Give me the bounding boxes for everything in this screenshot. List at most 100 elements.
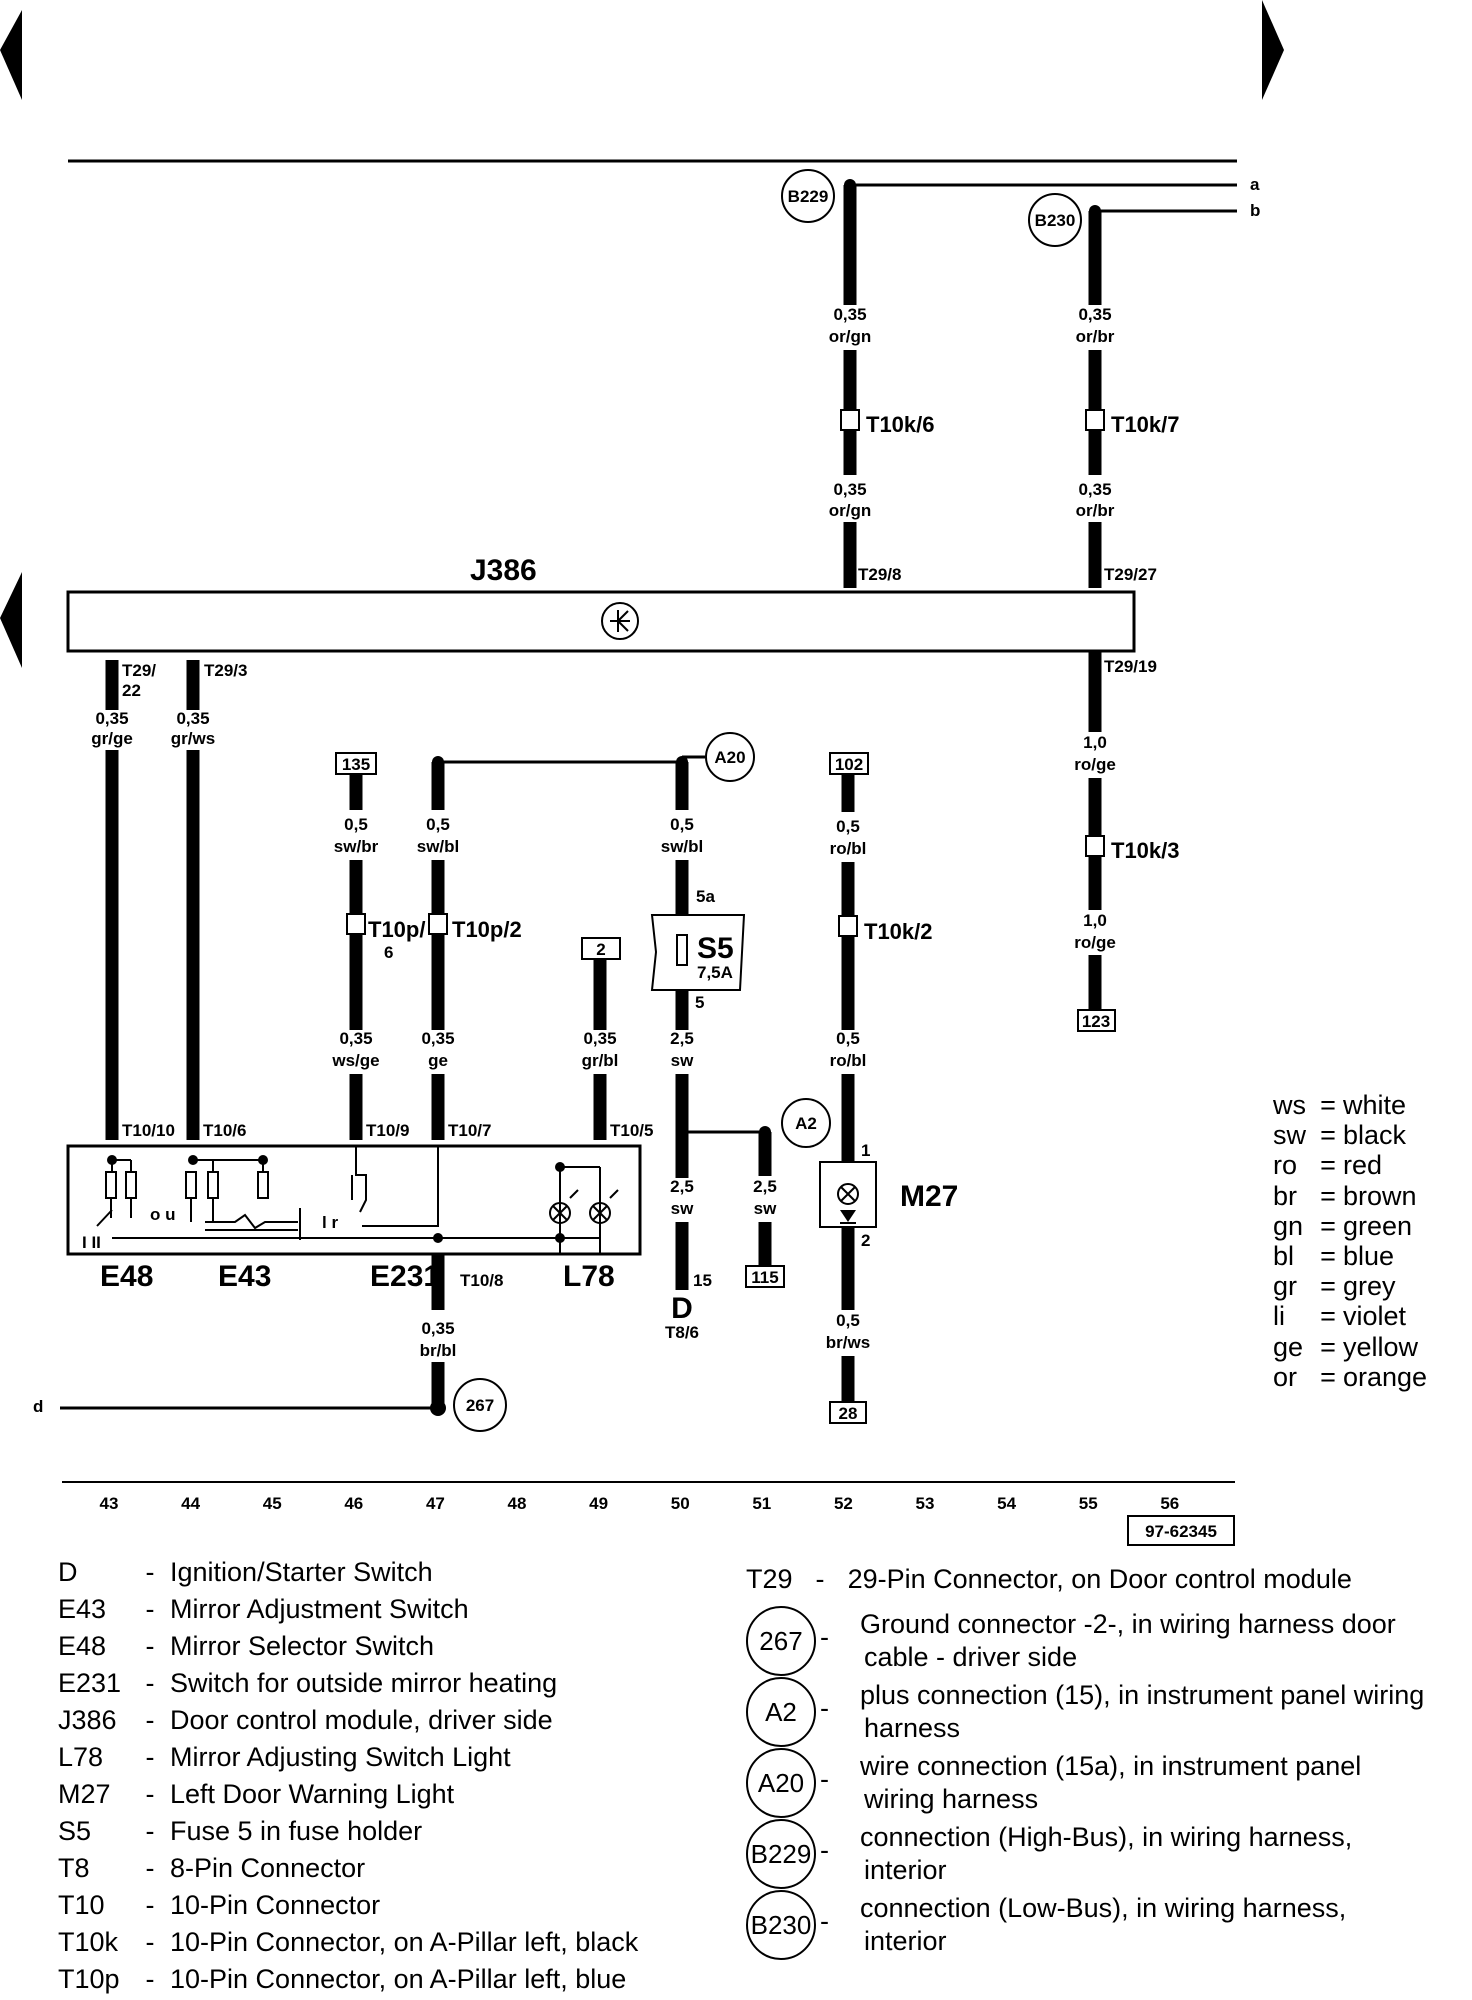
wire-size: 0,5 bbox=[344, 815, 368, 834]
terminal-box-123 bbox=[1077, 1009, 1116, 1032]
legend-dash: - bbox=[820, 1906, 829, 1936]
column-number: 51 bbox=[752, 1494, 771, 1513]
color-code-row: li=violet bbox=[1273, 1301, 1427, 1331]
legend-connector-desc: wire connection (15a), in instrument pan… bbox=[860, 1750, 1472, 1816]
legend-row: L78-Mirror Adjusting Switch Light bbox=[58, 1739, 638, 1776]
color-abbr: gn bbox=[1273, 1210, 1304, 1241]
wire-color: sw/bl bbox=[661, 837, 704, 856]
color-name: yellow bbox=[1343, 1331, 1419, 1362]
wire-size: 1,0 bbox=[1083, 733, 1107, 752]
wire-color: ro/ge bbox=[1074, 933, 1116, 952]
doc-number-box bbox=[1127, 1515, 1235, 1546]
color-code-row: gn=green bbox=[1273, 1211, 1427, 1241]
legend-dash: - bbox=[820, 1622, 829, 1652]
color-code-row: ge =yellow bbox=[1273, 1332, 1427, 1362]
wire-size: 0,35 bbox=[95, 709, 128, 728]
wire-size: 2,5 bbox=[670, 1029, 694, 1048]
prev-page-arrow-icon[interactable] bbox=[0, 10, 22, 100]
wire-color: ws/ge bbox=[331, 1051, 379, 1070]
l78-label: L78 bbox=[563, 1260, 615, 1293]
wire-color: gr/ws bbox=[171, 729, 215, 748]
terminal-box-115 bbox=[745, 1265, 785, 1288]
wire-color: ge bbox=[428, 1051, 448, 1070]
wire-size: 0,35 bbox=[339, 1029, 372, 1048]
terminal-102-label: 102 bbox=[835, 755, 863, 774]
line-label-a: a bbox=[1250, 175, 1260, 194]
pin-t10k6: T10k/6 bbox=[866, 412, 935, 437]
color-equals: = bbox=[1320, 1361, 1336, 1392]
wire-size: 0,35 bbox=[421, 1029, 454, 1048]
color-equals: = bbox=[1320, 1331, 1336, 1362]
legend-desc-line2: interior bbox=[864, 1855, 947, 1885]
m27-warning-light bbox=[819, 1161, 877, 1228]
legend-desc: 10-Pin Connector, on A-Pillar left, blac… bbox=[170, 1927, 639, 1957]
legend-connector-row: B229-connection (High-Bus), in wiring ha… bbox=[746, 1819, 1472, 1889]
next-page-arrow-icon[interactable] bbox=[1262, 0, 1284, 100]
legend-dash: - bbox=[820, 1764, 829, 1794]
connector-b229-label: B229 bbox=[788, 187, 829, 206]
color-abbr: sw bbox=[1273, 1120, 1306, 1151]
color-equals: = bbox=[1320, 1090, 1336, 1120]
pin-t10-9: T10/9 bbox=[366, 1121, 409, 1140]
column-number: 44 bbox=[181, 1494, 200, 1513]
legend-connector-desc: plus connection (15), in instrument pane… bbox=[860, 1679, 1472, 1745]
wire-size: 0,35 bbox=[833, 480, 866, 499]
color-abbr: gr bbox=[1273, 1271, 1298, 1302]
connector-pin-icon bbox=[840, 409, 860, 431]
e43-label: E43 bbox=[218, 1260, 271, 1293]
legend-desc: Ignition/Starter Switch bbox=[170, 1557, 433, 1587]
wire-color: sw/br bbox=[334, 837, 379, 856]
color-equals: = bbox=[1320, 1180, 1336, 1211]
wire-size: 0,35 bbox=[1078, 305, 1111, 324]
color-abbr: ge bbox=[1273, 1331, 1304, 1362]
junction-dot bbox=[433, 1233, 443, 1243]
legend-dash: - bbox=[145, 1816, 155, 1846]
legend-code: T10 bbox=[58, 1890, 105, 1920]
pin-t10-7: T10/7 bbox=[448, 1121, 491, 1140]
wire-size: 0,5 bbox=[836, 817, 860, 836]
wire-size: 2,5 bbox=[670, 1177, 694, 1196]
wire-color: or/gn bbox=[829, 501, 872, 520]
legend-row: T10-10-Pin Connector bbox=[58, 1887, 638, 1924]
connector-267-label: 267 bbox=[466, 1396, 494, 1415]
pin-t10-10: T10/10 bbox=[122, 1121, 175, 1140]
legend-t29-code: T29 bbox=[746, 1564, 793, 1594]
e48-switch-marks: I II bbox=[82, 1233, 101, 1252]
legend-connector-circle: A20 bbox=[746, 1748, 816, 1818]
connector-legend: T29 - 29-Pin Connector, on Door control … bbox=[746, 1552, 1472, 1992]
mirror-switch-assembly bbox=[66, 1144, 642, 1256]
connector-pin-icon bbox=[346, 913, 366, 935]
connector-a2-label: A2 bbox=[795, 1114, 817, 1133]
column-number: 50 bbox=[671, 1494, 690, 1513]
legend-row: J386-Door control module, driver side bbox=[58, 1702, 638, 1739]
legend-code: S5 bbox=[58, 1816, 92, 1846]
legend-code: M27 bbox=[58, 1779, 111, 1809]
e231-switch-marks: l r bbox=[322, 1213, 338, 1232]
color-name: white bbox=[1343, 1090, 1407, 1120]
color-code-row: br=brown bbox=[1273, 1181, 1427, 1211]
color-name: red bbox=[1343, 1150, 1383, 1181]
wire-color: ro/bl bbox=[830, 1051, 867, 1070]
color-abbr: or bbox=[1273, 1361, 1298, 1392]
wire-color: br/ws bbox=[826, 1333, 870, 1352]
pin-m27-in: 1 bbox=[861, 1141, 870, 1160]
color-code-row: ws=white bbox=[1273, 1090, 1427, 1120]
wire-color: gr/ge bbox=[91, 729, 133, 748]
color-equals: = bbox=[1320, 1210, 1336, 1241]
legend-desc-line2: harness bbox=[864, 1713, 961, 1743]
wire-color: or/gn bbox=[829, 327, 872, 346]
legend-code: T8 bbox=[58, 1853, 90, 1883]
legend-row: S5-Fuse 5 in fuse holder bbox=[58, 1813, 638, 1850]
wire-size: 0,5 bbox=[426, 815, 450, 834]
legend-connector-circle: B229 bbox=[746, 1819, 816, 1889]
legend-dash: - bbox=[145, 1853, 155, 1883]
continue-left-arrow-icon[interactable] bbox=[0, 572, 22, 668]
wire-color: gr/bl bbox=[582, 1051, 619, 1070]
d-sub-label: T8/6 bbox=[665, 1323, 699, 1342]
wire-color: sw/bl bbox=[417, 837, 460, 856]
line-label-b: b bbox=[1250, 201, 1260, 220]
pin-t10p6-num: 6 bbox=[384, 943, 393, 962]
wire-color: ro/ge bbox=[1074, 755, 1116, 774]
legend-desc: 10-Pin Connector bbox=[170, 1890, 381, 1920]
m27-label: M27 bbox=[900, 1180, 958, 1213]
